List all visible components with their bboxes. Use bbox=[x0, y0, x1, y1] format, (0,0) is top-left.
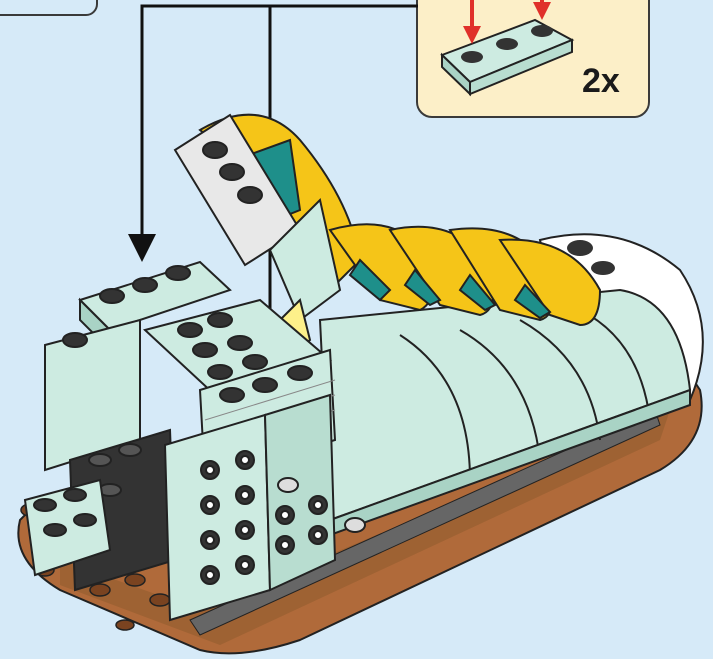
callout-plate bbox=[442, 20, 572, 94]
arrow-head-left bbox=[128, 234, 156, 262]
